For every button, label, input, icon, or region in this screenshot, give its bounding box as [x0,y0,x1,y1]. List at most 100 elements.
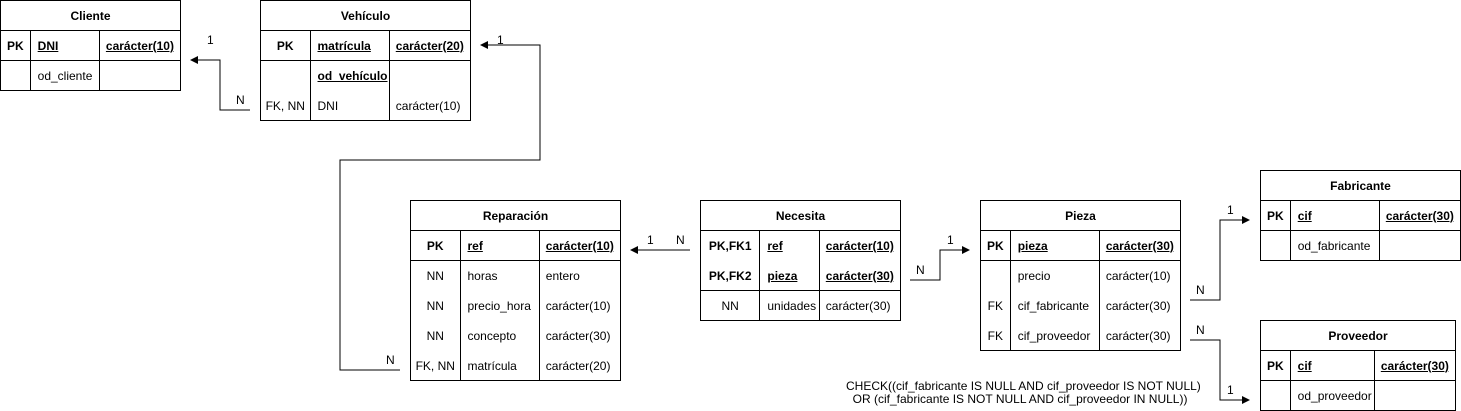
attribute-type [1375,381,1455,411]
entity-title: Fabricante [1261,171,1460,201]
attribute-name: cif_fabricante [1011,291,1100,321]
attribute-key-flag: NN [411,261,461,291]
attribute-type [1380,231,1460,261]
entity-title: Cliente [1,1,180,31]
attribute-type: carácter(10) [545,238,614,253]
attribute-key-flag [1261,231,1291,261]
attribute-type: carácter(30) [1105,299,1171,313]
attribute-type: carácter(20) [545,359,611,373]
attribute-row: od_fabricante [1261,231,1460,261]
attribute-key-flag: PK [1,31,31,60]
edge-vehiculo-cliente [190,56,250,111]
attribute-name: pieza [760,261,820,290]
entity-title: Necesita [701,201,900,231]
attribute-name: ref [461,231,540,260]
entity-title: Vehículo [261,1,470,31]
attribute-name: unidades [760,291,820,321]
attribute-key-flag: PK [1261,351,1291,380]
attribute-name: ref [760,231,820,261]
attribute-key-flag [261,61,311,91]
attribute-key-flag: PK,FK1 [701,231,761,261]
cardinality-necesita-reparacion-many: N [676,233,685,247]
attribute-name: pieza [1011,231,1100,260]
attribute-type [390,61,470,91]
attribute-key-flag: PK [981,231,1011,260]
attribute-name: cif_proveedor [1011,321,1100,351]
edge-necesita-pieza [910,246,970,281]
attribute-name: cif [1291,201,1380,230]
attribute-row: od_vehículo [261,61,470,91]
entity-title: Reparación [411,201,620,231]
attribute-key-flag: PK [261,31,311,60]
check-constraint-note: CHECK((cif_fabricante IS NULL AND cif_pr… [846,380,1201,406]
attribute-type: carácter(20) [395,38,464,53]
cardinality-pieza-fabricante-one: 1 [1227,203,1234,217]
attribute-type: entero [545,269,580,283]
edge-pieza-proveedor [1190,339,1250,404]
cardinality-vehiculo-cliente-one: 1 [207,33,214,47]
attribute-type: carácter(30) [1380,358,1449,373]
attribute-key-flag: NN [411,291,461,321]
attribute-name: od_proveedor [1291,381,1375,411]
attribute-name: matrícula [461,351,540,381]
attribute-name: precio [1011,261,1100,291]
edge-reparacion-vehiculo [339,41,541,371]
attribute-key-flag: FK [981,291,1011,321]
attribute-key-flag: NN [701,291,761,321]
attribute-name: DNI [311,91,390,121]
attribute-type: carácter(30) [1105,329,1171,343]
attribute-type: carácter(30) [1105,238,1174,253]
attribute-key-flag [1261,381,1291,411]
attribute-type: carácter(30) [825,299,891,313]
attribute-type: carácter(10) [825,239,894,253]
attribute-name: matrícula [311,31,390,60]
cardinality-necesita-reparacion-one: 1 [647,233,654,247]
attribute-key-flag: PK [1261,201,1291,230]
cardinality-reparacion-vehiculo-many: N [386,353,395,367]
attribute-name: horas [461,261,540,291]
attribute-key-flag: PK [411,231,461,260]
attribute-name: DNI [31,31,100,60]
entity-title: Proveedor [1261,321,1455,351]
attribute-row: od_cliente [1,61,180,91]
attribute-name: od_vehículo [311,61,390,91]
attribute-type [100,61,180,91]
cardinality-necesita-pieza-one: 1 [947,233,954,247]
cardinality-vehiculo-cliente-many: N [236,93,245,107]
cardinality-pieza-proveedor-one: 1 [1227,383,1234,397]
attribute-name: od_cliente [31,61,100,91]
attribute-type: carácter(10) [545,299,611,313]
cardinality-pieza-proveedor-many: N [1196,323,1205,337]
attribute-name: concepto [461,321,540,351]
attribute-name: cif [1291,351,1375,380]
check-constraint-line-1: CHECK((cif_fabricante IS NULL AND cif_pr… [846,379,1201,393]
cardinality-necesita-pieza-many: N [916,263,925,277]
attribute-key-flag: FK, NN [411,351,461,381]
attribute-name: precio_hora [461,291,540,321]
cardinality-reparacion-vehiculo-one: 1 [497,33,504,47]
attribute-key-flag: PK,FK2 [701,261,761,290]
edge-pieza-fabricante [1190,216,1250,301]
attribute-type: carácter(10) [105,38,174,53]
